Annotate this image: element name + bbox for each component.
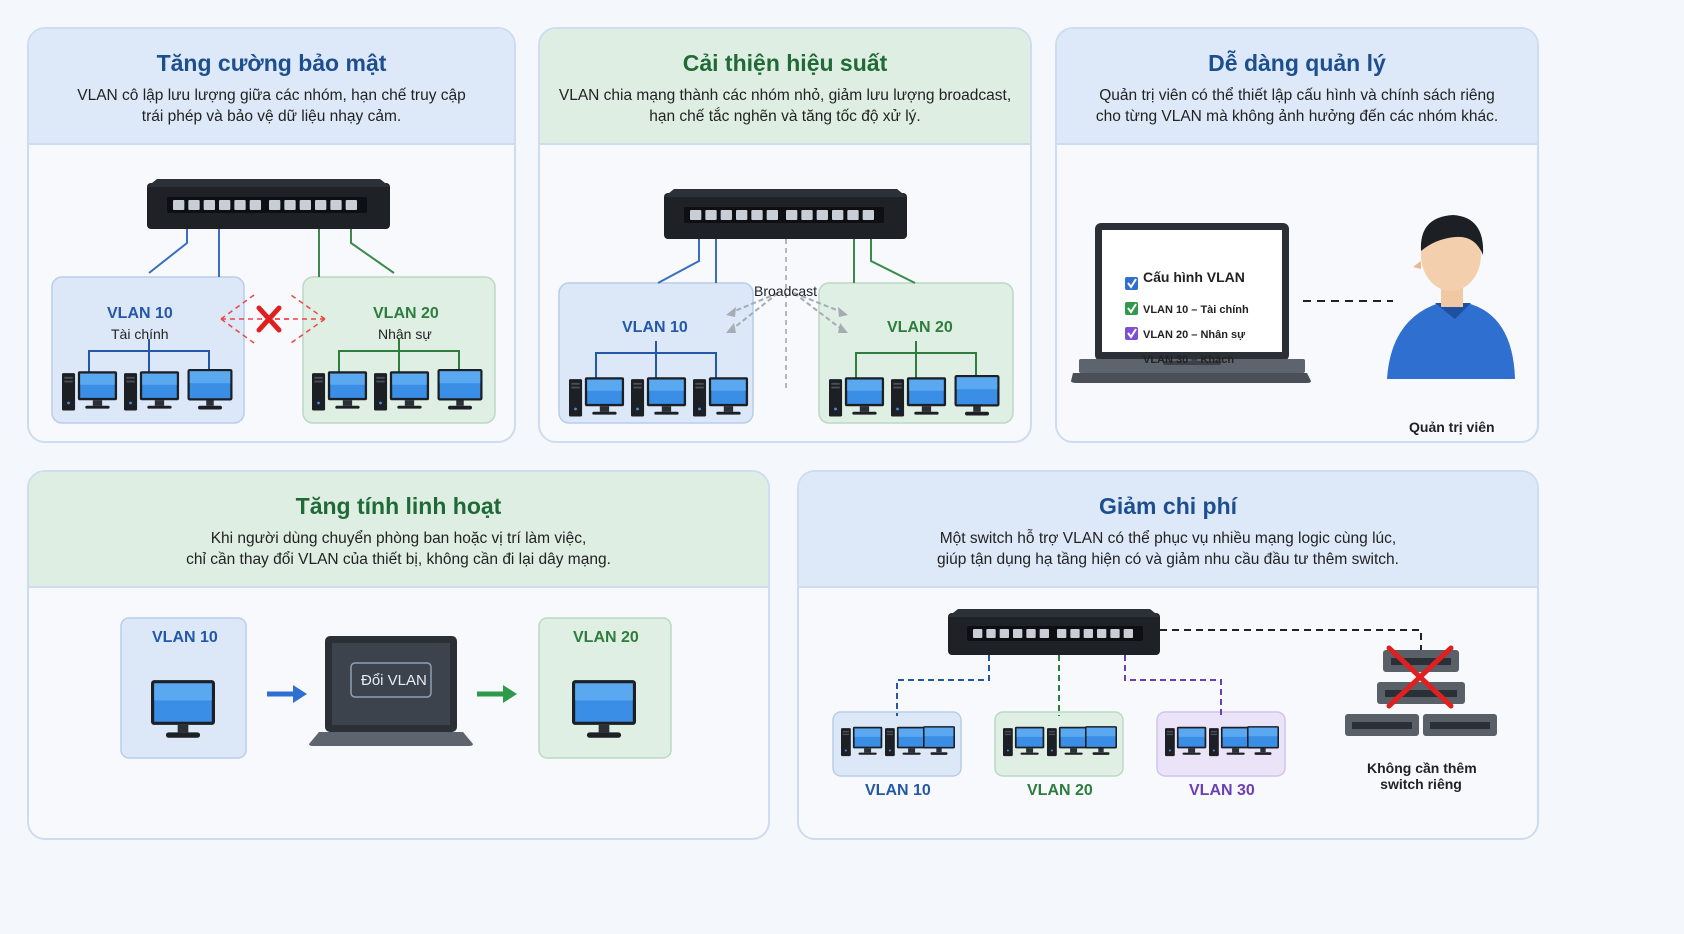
card-management: Dễ dàng quản lý Quản trị viên có thể thi… bbox=[1055, 27, 1539, 443]
card-performance-header: Cải thiện hiệu suất VLAN chia mạng thành… bbox=[540, 29, 1030, 145]
card-security-desc: VLAN cô lập lưu lượng giữa các nhóm, hạn… bbox=[77, 87, 466, 125]
card-management-header: Dễ dàng quản lý Quản trị viên có thể thi… bbox=[1057, 29, 1537, 145]
flex-vlan10-name: VLAN 10 bbox=[152, 629, 218, 646]
card-security-body: VLAN 10 Tài chính VLAN 20 Nhân sự bbox=[29, 143, 514, 441]
extra-switches-icon bbox=[1345, 650, 1497, 736]
config-item-vlan30: VLAN 30 – Khách bbox=[1143, 354, 1235, 366]
security-vlan20-sub: Nhân sự bbox=[378, 326, 432, 342]
card-security: Tăng cường bảo mật VLAN cô lập lưu lượng… bbox=[27, 27, 516, 443]
card-security-header: Tăng cường bảo mật VLAN cô lập lưu lượng… bbox=[29, 29, 514, 145]
card-performance: Cải thiện hiệu suất VLAN chia mạng thành… bbox=[538, 27, 1032, 443]
cost-diagram bbox=[832, 609, 1497, 777]
card-management-title: Dễ dàng quản lý bbox=[1208, 50, 1386, 76]
no-switch-label: Không cần thêm switch riêng bbox=[1367, 760, 1477, 792]
config-checkboxes bbox=[1125, 277, 1138, 340]
arrow-right-icon bbox=[477, 685, 517, 703]
administrator-icon bbox=[1387, 215, 1515, 379]
security-vlan10-sub: Tài chính bbox=[111, 326, 169, 342]
card-performance-desc: VLAN chia mạng thành các nhóm nhỏ, giảm … bbox=[558, 87, 1012, 125]
blocked-cross-icon bbox=[1386, 645, 1454, 709]
card-flexibility-desc: Khi người dùng chuyển phòng ban hoặc vị … bbox=[186, 530, 611, 568]
performance-vlan10-name: VLAN 10 bbox=[622, 319, 688, 336]
security-diagram bbox=[51, 179, 496, 424]
laptop-icon bbox=[309, 636, 473, 746]
change-vlan-label: Đổi VLAN bbox=[361, 672, 427, 689]
blocked-cross-icon bbox=[256, 305, 282, 333]
config-item-vlan10: VLAN 10 – Tài chính bbox=[1143, 304, 1249, 316]
config-title: Cấu hình VLAN bbox=[1143, 269, 1245, 285]
arrow-right-icon bbox=[267, 685, 307, 703]
card-cost-body: VLAN 10 VLAN 20 VLAN 30 Không cần thêm s… bbox=[799, 586, 1537, 838]
card-cost-desc: Một switch hỗ trợ VLAN có thể phục vụ nh… bbox=[937, 530, 1399, 568]
card-performance-body: Broadcast VLAN 10 VLAN 20 bbox=[540, 143, 1030, 441]
card-security-title: Tăng cường bảo mật bbox=[156, 50, 387, 76]
network-switch-icon bbox=[664, 189, 907, 239]
card-flexibility-header: Tăng tính linh hoạt Khi người dùng chuyể… bbox=[29, 472, 768, 588]
performance-vlan20-name: VLAN 20 bbox=[887, 319, 953, 336]
card-flexibility-title: Tăng tính linh hoạt bbox=[295, 493, 502, 519]
card-flexibility-body: VLAN 10 Đổi VLAN VLAN 20 bbox=[29, 586, 768, 838]
network-switch-icon bbox=[948, 609, 1160, 655]
card-cost: Giảm chi phí Một switch hỗ trợ VLAN có t… bbox=[797, 470, 1539, 840]
card-management-desc: Quản trị viên có thể thiết lập cấu hình … bbox=[1095, 87, 1499, 125]
flexibility-diagram bbox=[120, 617, 672, 759]
card-cost-title: Giảm chi phí bbox=[1098, 493, 1238, 519]
cost-vlan30-name: VLAN 30 bbox=[1189, 782, 1255, 799]
card-management-body: Cấu hình VLAN VLAN 10 – Tài chính VLAN 2… bbox=[1057, 143, 1537, 441]
broadcast-label: Broadcast bbox=[754, 283, 818, 299]
card-flexibility: Tăng tính linh hoạt Khi người dùng chuyể… bbox=[27, 470, 770, 840]
cost-vlan20-name: VLAN 20 bbox=[1027, 782, 1093, 799]
security-vlan20-name: VLAN 20 bbox=[373, 305, 439, 322]
management-diagram bbox=[1071, 215, 1515, 383]
performance-diagram bbox=[558, 189, 1014, 424]
card-performance-title: Cải thiện hiệu suất bbox=[682, 50, 888, 76]
cost-vlan10-name: VLAN 10 bbox=[865, 782, 931, 799]
card-cost-header: Giảm chi phí Một switch hỗ trợ VLAN có t… bbox=[799, 472, 1537, 588]
network-switch-icon bbox=[147, 179, 390, 229]
admin-label: Quản trị viên bbox=[1409, 419, 1495, 435]
config-item-vlan20: VLAN 20 – Nhân sự bbox=[1143, 329, 1246, 341]
flex-vlan20-name: VLAN 20 bbox=[573, 629, 639, 646]
security-vlan10-name: VLAN 10 bbox=[107, 305, 173, 322]
